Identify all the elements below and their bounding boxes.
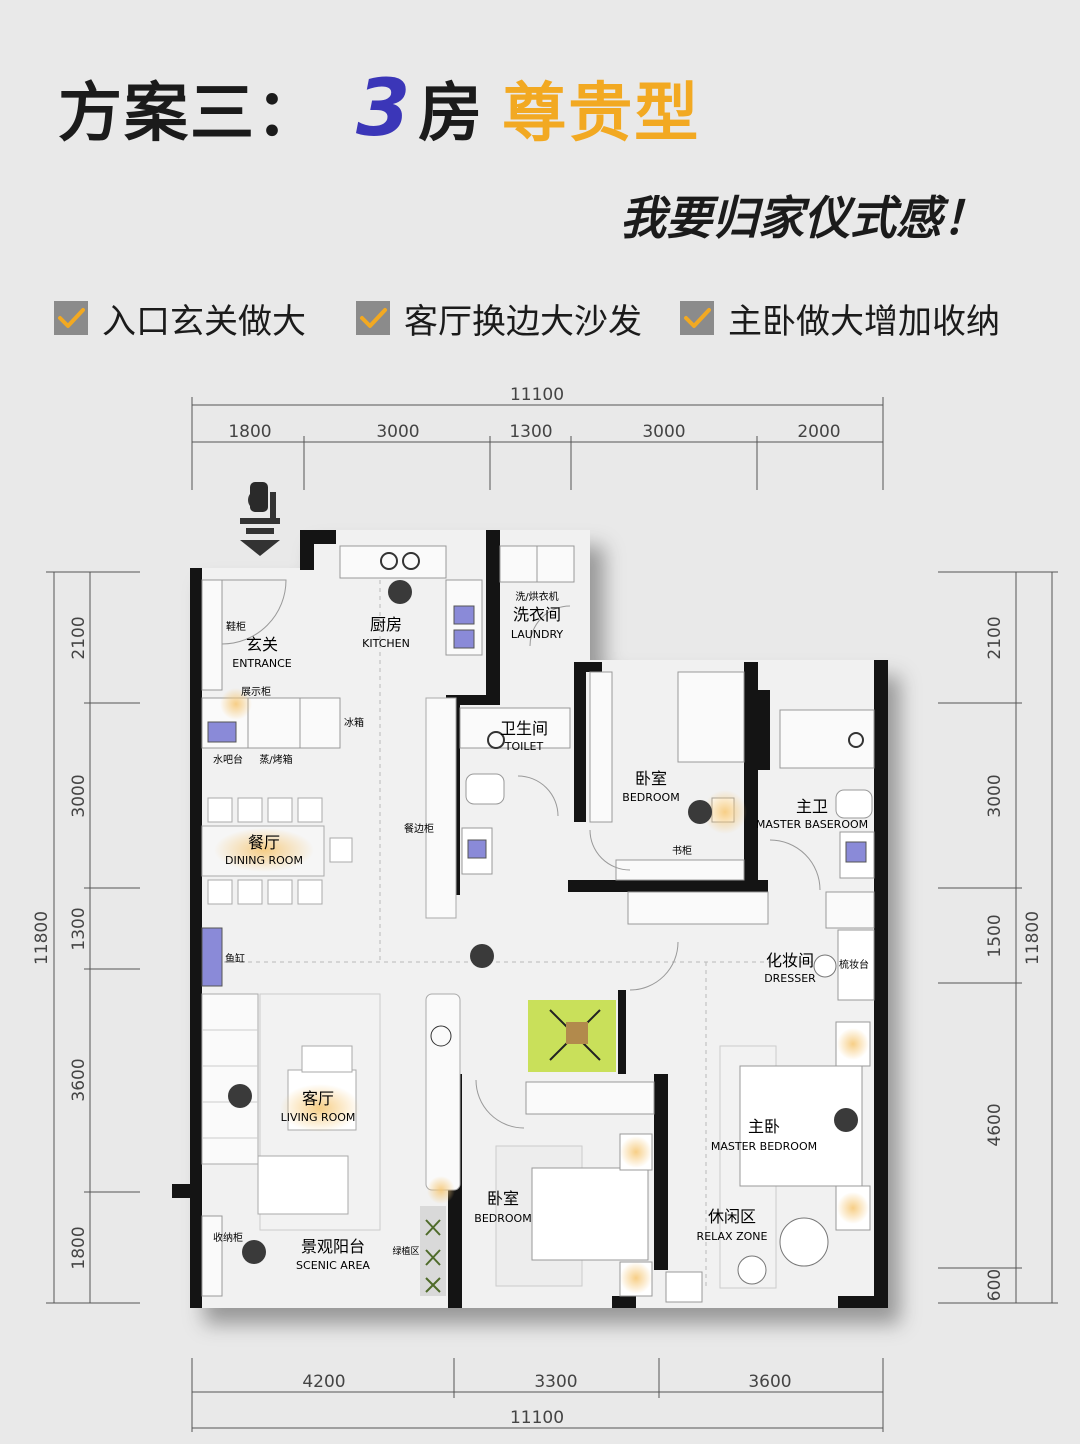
kitchen: 厨房 KITCHEN — [339, 545, 483, 656]
kitchen-label-en: KITCHEN — [362, 637, 410, 650]
vanity-label: 梳妆台 — [839, 958, 869, 971]
scenic-area: 收纳柜 景观阳台 SCENIC AREA 绿植区 — [201, 1206, 446, 1297]
entrance-label-en: ENTRANCE — [232, 657, 292, 670]
dim-bottom-segment: 3300 — [534, 1372, 577, 1392]
dim-left-segment: 1800 — [69, 1226, 89, 1269]
checkbox-icon — [680, 301, 714, 335]
living-label-cn: 客厅 — [302, 1089, 334, 1108]
shoe-cabinet-label: 鞋柜 — [226, 620, 246, 633]
dim-left-segment: 3000 — [69, 774, 89, 817]
dresser: 化妆间 DRESSER 梳妆台 — [629, 929, 875, 1001]
slogan: 我要归家仪式感！ — [620, 191, 988, 245]
person-icon — [470, 944, 494, 968]
dim-top-segment: 1800 — [228, 422, 271, 442]
scenic-label-cn: 景观阳台 — [301, 1237, 365, 1256]
aquarium: 鱼缸 — [201, 927, 245, 987]
feature-item: 入口玄关做大 — [54, 293, 306, 343]
dresser-label-cn: 化妆间 — [766, 951, 814, 970]
entrance-marker — [240, 482, 280, 556]
master-bath: 主卫 MASTER BASEROOM — [756, 709, 875, 891]
dim-left-segment: 1300 — [69, 907, 89, 950]
toilet-label-en: TOILET — [504, 740, 544, 753]
dim-bottom-total: 11100 — [510, 1408, 564, 1428]
dim-right-segment: 1500 — [985, 914, 1005, 957]
dining-label-cn: 餐厅 — [248, 833, 280, 852]
bedroom-1: 卧室 BEDROOM 书柜 — [589, 671, 747, 881]
title-type: 尊贵型 — [502, 77, 701, 151]
relax-label-cn: 休闲区 — [708, 1207, 756, 1226]
toilet: 卫生间 TOILET — [459, 707, 571, 875]
dresser-label-en: DRESSER — [764, 972, 816, 985]
master-bath-label-cn: 主卫 — [796, 797, 828, 816]
bedroom2-label-en: BEDROOM — [474, 1212, 531, 1225]
master-bedroom: 主卧 MASTER BEDROOM 休闲区 RELAX ZONE — [697, 1021, 871, 1289]
wardrobe-row — [627, 891, 875, 929]
title-main: 方案三： — [58, 77, 322, 151]
dim-left-total: 11800 — [32, 911, 52, 965]
fridge-label: 冰箱 — [344, 716, 364, 729]
bedroom1-label-en: BEDROOM — [622, 791, 679, 804]
dimension-lines — [46, 397, 1058, 1432]
greenery-label: 绿植区 — [392, 1245, 419, 1257]
sideboard-label: 餐边柜 — [404, 822, 434, 835]
master-bedroom-label-en: MASTER BEDROOM — [711, 1140, 817, 1153]
feature-item: 客厅换边大沙发 — [356, 293, 642, 343]
entrance: 鞋柜 玄关 ENTRANCE — [201, 579, 292, 691]
dim-left-segment: 2100 — [69, 616, 89, 659]
dim-left-segment: 3600 — [69, 1058, 89, 1101]
feature-label: 入口玄关做大 — [102, 301, 306, 342]
bedroom2-label-cn: 卧室 — [487, 1189, 519, 1208]
dim-top-total: 11100 — [510, 385, 564, 405]
dim-right-segment: 3000 — [985, 774, 1005, 817]
storage-label: 收纳柜 — [213, 1231, 243, 1244]
relax-label-en: RELAX ZONE — [697, 1230, 768, 1243]
bedroom1-label-cn: 卧室 — [635, 769, 667, 788]
master-bath-label-en: MASTER BASEROOM — [756, 818, 868, 831]
checkbox-icon — [356, 301, 390, 335]
kitchen-label-cn: 厨房 — [370, 615, 402, 634]
aquarium-label: 鱼缸 — [225, 952, 245, 965]
laundry: 洗/烘衣机 洗衣间 LAUNDRY — [499, 545, 575, 647]
page-title: 方案三： 3房尊贵型 — [58, 62, 700, 154]
washer-label: 洗/烘衣机 — [515, 590, 558, 603]
living-label-en: LIVING ROOM — [281, 1111, 356, 1124]
laundry-label-en: LAUNDRY — [511, 628, 564, 641]
dim-top-segment: 2000 — [797, 422, 840, 442]
dim-bottom-segment: 3600 — [748, 1372, 791, 1392]
dim-bottom-segment: 4200 — [302, 1372, 345, 1392]
bar-label: 水吧台 — [213, 753, 243, 766]
bedroom-2: 卧室 BEDROOM — [474, 1000, 703, 1303]
display-cabinet-label: 展示柜 — [241, 685, 271, 698]
bar-area: 展示柜 冰箱 水吧台 蒸/烤箱 — [201, 685, 364, 766]
oven-label: 蒸/烤箱 — [259, 753, 292, 766]
dining-label-en: DINING ROOM — [225, 854, 303, 867]
living-room: 客厅 LIVING ROOM — [201, 993, 461, 1231]
bookcase-label: 书柜 — [672, 844, 692, 857]
laundry-label-cn: 洗衣间 — [513, 605, 561, 624]
dim-top-segment: 1300 — [509, 422, 552, 442]
toilet-label-cn: 卫生间 — [500, 719, 548, 738]
dim-top-segment: 3000 — [376, 422, 419, 442]
master-bedroom-label-cn: 主卧 — [748, 1117, 780, 1136]
dim-right-segment: 2100 — [985, 616, 1005, 659]
floor-plan: 11100 1800 3000 1300 3000 2000 4200 3300… — [0, 370, 1080, 1440]
dim-top-segment: 3000 — [642, 422, 685, 442]
checkbox-icon — [54, 301, 88, 335]
title-room: 房 — [418, 77, 485, 151]
dining: 餐厅 DINING ROOM 餐边柜 — [201, 697, 457, 919]
entrance-label-cn: 玄关 — [246, 635, 278, 654]
dim-right-segment: 4600 — [985, 1103, 1005, 1146]
feature-label: 主卧做大增加收纳 — [728, 301, 1000, 342]
dim-right-total: 11800 — [1023, 911, 1043, 965]
title-number: 3 — [356, 64, 413, 154]
feature-item: 主卧做大增加收纳 — [680, 293, 1000, 343]
feature-label: 客厅换边大沙发 — [404, 301, 642, 342]
scenic-label-en: SCENIC AREA — [296, 1259, 370, 1272]
dim-right-segment: 600 — [985, 1269, 1005, 1301]
